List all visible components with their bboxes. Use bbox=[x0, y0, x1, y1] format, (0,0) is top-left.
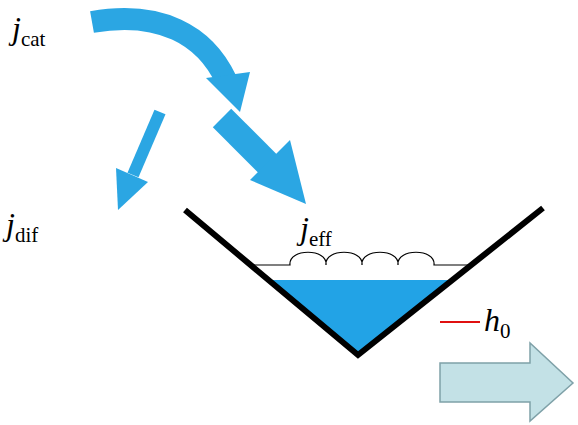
direction-arrow bbox=[440, 343, 573, 421]
flux-arrow bbox=[133, 112, 160, 175]
arrow-head bbox=[206, 72, 250, 112]
height-label: h0 bbox=[484, 304, 511, 336]
water-fill bbox=[268, 280, 453, 355]
flux-arrow bbox=[92, 19, 226, 80]
level-mark bbox=[440, 321, 480, 323]
arrow-head bbox=[116, 168, 148, 210]
flux-label: jeff bbox=[300, 212, 332, 244]
flux-label: jdif bbox=[6, 208, 38, 240]
arrow-head bbox=[250, 140, 306, 204]
flux-label: jcat bbox=[12, 12, 45, 44]
flux-arrow bbox=[222, 118, 272, 168]
spring-coil bbox=[251, 252, 471, 265]
v-groove bbox=[185, 208, 543, 355]
